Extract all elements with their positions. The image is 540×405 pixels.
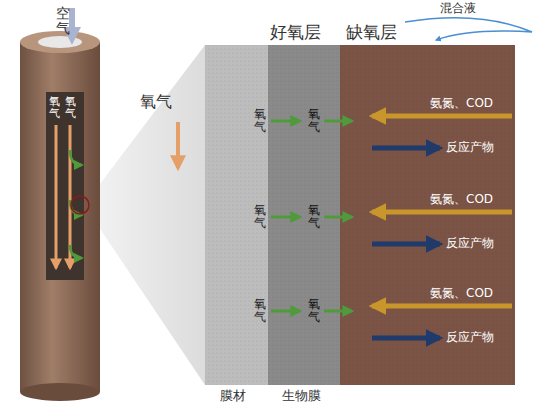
layer-label: 好氧层 [270, 22, 321, 42]
substrate-label: 氨氮、COD [430, 286, 493, 300]
oxygen-label: 氧气 [308, 204, 320, 230]
flow-label: 混合液 [440, 1, 476, 15]
substrate-label: 氨氮、COD [430, 192, 493, 206]
oxygen-arrow [324, 120, 352, 123]
substrate-arrow [372, 304, 512, 309]
product-arrow [372, 336, 440, 341]
substrate-arrow [372, 114, 512, 119]
oxygen-label: 氧气 [254, 298, 266, 324]
oxygen-label: 氧气 [49, 96, 60, 120]
oxygen-arrow [324, 310, 352, 313]
oxygen-arrow [271, 120, 300, 123]
product-arrow [372, 242, 440, 247]
oxygen-arrow [324, 216, 352, 219]
oxygen-label: 氧气 [140, 92, 172, 111]
zoom-circle [71, 196, 89, 214]
oxygen-arrow [271, 216, 300, 219]
product-label: 反应产物 [446, 236, 494, 250]
layer-label: 缺氧层 [346, 22, 397, 42]
oxygen-label: 氧气 [254, 108, 266, 134]
magnify-cone [84, 45, 205, 385]
layer-caption: 膜材 [220, 388, 246, 404]
oxygen-label: 氧气 [308, 108, 320, 134]
oxygen-label: 氧气 [65, 96, 76, 120]
inlet-label: 空气 [56, 6, 70, 37]
oxygen-label: 氧气 [254, 204, 266, 230]
product-label: 反应产物 [446, 330, 494, 344]
substrate-label: 氨氮、COD [430, 96, 493, 110]
oxygen-label: 氧气 [308, 298, 320, 324]
cutaway-window [46, 92, 84, 280]
membrane-tube [20, 42, 100, 392]
product-arrow [372, 146, 440, 151]
substrate-arrow [372, 210, 512, 215]
oxygen-arrow [271, 310, 300, 313]
product-label: 反应产物 [446, 140, 494, 154]
layer-caption: 生物膜 [282, 388, 321, 404]
